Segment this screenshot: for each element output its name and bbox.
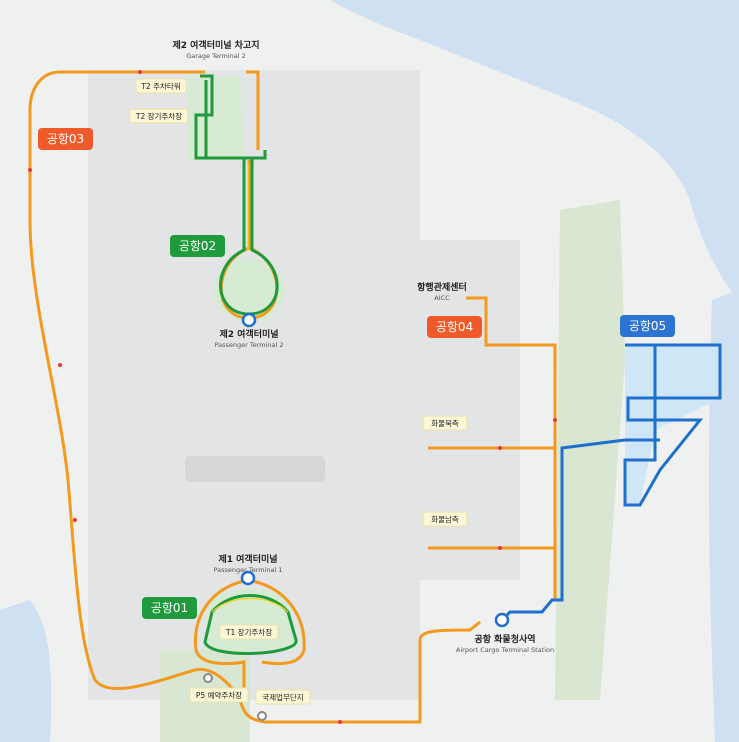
badge-airport01-bg [142, 597, 197, 619]
label-t1-en: Passenger Terminal 1 [213, 566, 282, 574]
sea-area-southwest [0, 600, 52, 742]
label-garage-t2-en: Garage Terminal 2 [186, 52, 246, 60]
label-t2-en: Passenger Terminal 2 [214, 341, 283, 349]
route-airport05-loop [623, 343, 722, 507]
water-channel [708, 290, 739, 742]
t2-garage-field [188, 76, 245, 160]
direction-arrow [553, 418, 557, 422]
label-t2: 제2 여객터미널 [219, 328, 278, 340]
tag-text: T2 주차타워 [140, 82, 180, 91]
stop-p5[interactable] [203, 673, 213, 683]
badge-airport05[interactable]: 공항05 [620, 315, 675, 337]
tag-t1-long-term[interactable]: T1 장기주차장 [219, 624, 279, 640]
tag-bg [189, 687, 249, 703]
direction-arrow [498, 546, 502, 550]
route-airport05-line [500, 438, 660, 622]
tag-bg [255, 689, 311, 705]
tag-text: 화물북측 [431, 419, 459, 428]
stop-intl-business[interactable] [257, 711, 267, 721]
apron-area [88, 70, 520, 700]
label-cargo-station-en: Airport Cargo Terminal Station [456, 646, 554, 654]
badge-airport03-bg [38, 128, 93, 150]
direction-arrow [138, 70, 142, 74]
badge-airport03[interactable]: 공항03 [38, 128, 93, 150]
airport05-zone [625, 345, 720, 505]
tag-bg [219, 624, 279, 640]
tag-cargo-south[interactable]: 화물남측 [422, 511, 468, 527]
direction-arrow [498, 446, 502, 450]
direction-arrow [28, 168, 32, 172]
tag-intl-business[interactable]: 국제업무단지 [255, 689, 311, 705]
tag-t2-long-term[interactable]: T2 장기주차장 [129, 108, 189, 124]
badge-airport02-bg [170, 235, 225, 257]
badge-airport04-label: 공항04 [436, 320, 473, 334]
route-airport01-line [203, 594, 298, 655]
route-inner-accent [211, 162, 289, 613]
terminal-block [185, 456, 325, 482]
badge-airport01-label: 공항01 [151, 601, 188, 615]
stop-cargo-station[interactable] [494, 612, 510, 628]
stop-t2[interactable] [241, 312, 257, 328]
badge-airport04[interactable]: 공항04 [427, 316, 482, 338]
forest-area [555, 200, 625, 700]
route-airport03-line [28, 70, 481, 724]
badge-airport02-label: 공항02 [179, 239, 216, 253]
label-t1: 제1 여객터미널 [218, 553, 277, 565]
tag-bg [422, 511, 468, 527]
route-airport01-orange-ring [193, 578, 306, 700]
tag-text: 화물남측 [431, 515, 459, 524]
route-airport02-outer [246, 70, 260, 150]
badge-airport03-label: 공항03 [47, 132, 84, 146]
stop-t1[interactable] [240, 570, 256, 586]
badge-airport01[interactable]: 공항01 [142, 597, 197, 619]
tag-text: T1 장기주차장 [225, 627, 272, 637]
tag-text: T2 장기주차장 [135, 111, 182, 121]
tag-text: P5 예약주차장 [196, 690, 242, 700]
tag-bg [135, 78, 187, 94]
badge-airport02[interactable]: 공항02 [170, 235, 225, 257]
tag-bg [129, 108, 189, 124]
badge-airport05-label: 공항05 [629, 319, 666, 333]
badge-airport04-bg [427, 316, 482, 338]
label-aicc: 항행관제센터 [417, 281, 467, 293]
route-airport04-line [466, 296, 557, 600]
badge-airport05-bg [620, 315, 675, 337]
tag-p5[interactable]: P5 예약주차장 [189, 687, 249, 703]
tag-cargo-north[interactable]: 화물북측 [422, 415, 468, 431]
t2-field [213, 258, 285, 322]
tag-bg [422, 415, 468, 431]
tag-t2-parking-tower[interactable]: T2 주차타워 [135, 78, 187, 94]
direction-arrow [73, 518, 77, 522]
label-cargo-station: 공항 화물청사역 [474, 633, 535, 645]
direction-arrow [338, 720, 342, 724]
direction-arrows [28, 70, 557, 724]
route-airport02-garage [194, 74, 267, 160]
direction-arrow [58, 363, 62, 367]
sea-area [330, 0, 739, 300]
tag-text: 국제업무단지 [262, 692, 303, 702]
label-garage-t2: 제2 여객터미널 차고지 [172, 39, 259, 51]
label-aicc-en: AICC [434, 294, 450, 302]
